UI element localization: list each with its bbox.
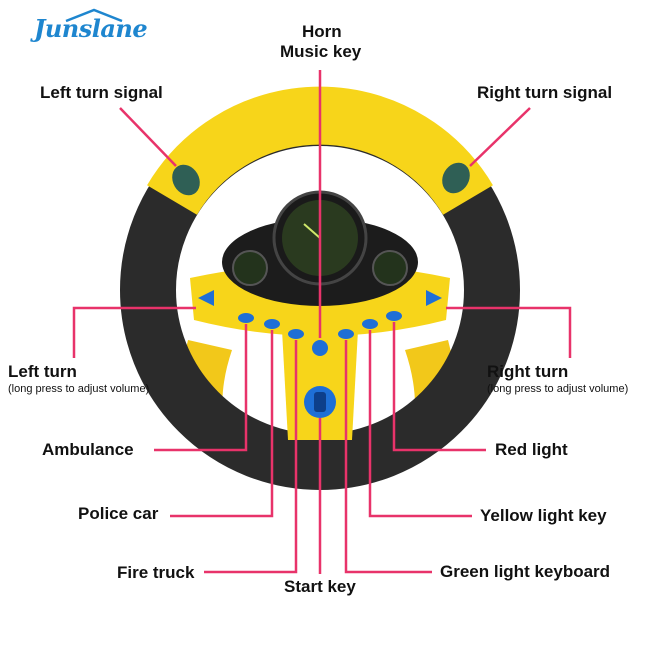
label-left-turn: Left turn — [8, 362, 77, 381]
fire-truck-button — [288, 329, 304, 339]
ambulance-button — [238, 313, 254, 323]
callout-left-turn — [72, 306, 196, 358]
label-police-car: Police car — [78, 504, 159, 523]
green-light-button — [338, 329, 354, 339]
callout-ambulance — [154, 324, 248, 452]
callout-left-turn-signal — [119, 107, 177, 167]
right-turn-button — [426, 290, 442, 306]
label-yellow-light-key: Yellow light key — [480, 506, 607, 525]
label-left-turn-note: (long press to adjust volume) — [8, 383, 150, 395]
callout-right-turn — [446, 306, 572, 358]
callout-red-light — [392, 322, 486, 452]
red-light-button — [386, 311, 402, 321]
center-stem — [282, 330, 358, 440]
yellow-light-button — [362, 319, 378, 329]
callout-right-turn-signal — [469, 107, 531, 167]
left-turn-signal-lens — [172, 164, 200, 196]
label-right-turn: Right turn — [487, 362, 569, 381]
label-horn: Horn — [302, 22, 342, 41]
label-music-key: Music key — [280, 42, 362, 61]
right-turn-signal-lens — [442, 162, 470, 194]
label-left-turn-signal: Left turn signal — [40, 83, 163, 102]
label-ambulance: Ambulance — [42, 440, 134, 459]
callout-yellow-light — [368, 330, 472, 518]
callout-green-light — [344, 340, 432, 574]
callout-fire-truck — [204, 340, 298, 574]
left-gauge — [232, 250, 268, 286]
label-right-turn-signal: Right turn signal — [477, 83, 613, 102]
logo-roof-icon — [65, 8, 123, 22]
brand-logo: Junslane — [34, 14, 148, 43]
label-start-key: Start key — [284, 577, 356, 596]
callout-lines — [72, 70, 572, 574]
label-green-light-keyboard: Green light keyboard — [440, 562, 611, 581]
label-right-turn-note: (long press to adjust volume) — [487, 383, 629, 395]
left-turn-button — [198, 290, 214, 306]
label-fire-truck: Fire truck — [117, 563, 195, 582]
horn-button — [312, 340, 328, 356]
police-car-button — [264, 319, 280, 329]
callout-police-car — [170, 330, 274, 518]
right-gauge — [372, 250, 408, 286]
label-red-light: Red light — [495, 440, 568, 459]
